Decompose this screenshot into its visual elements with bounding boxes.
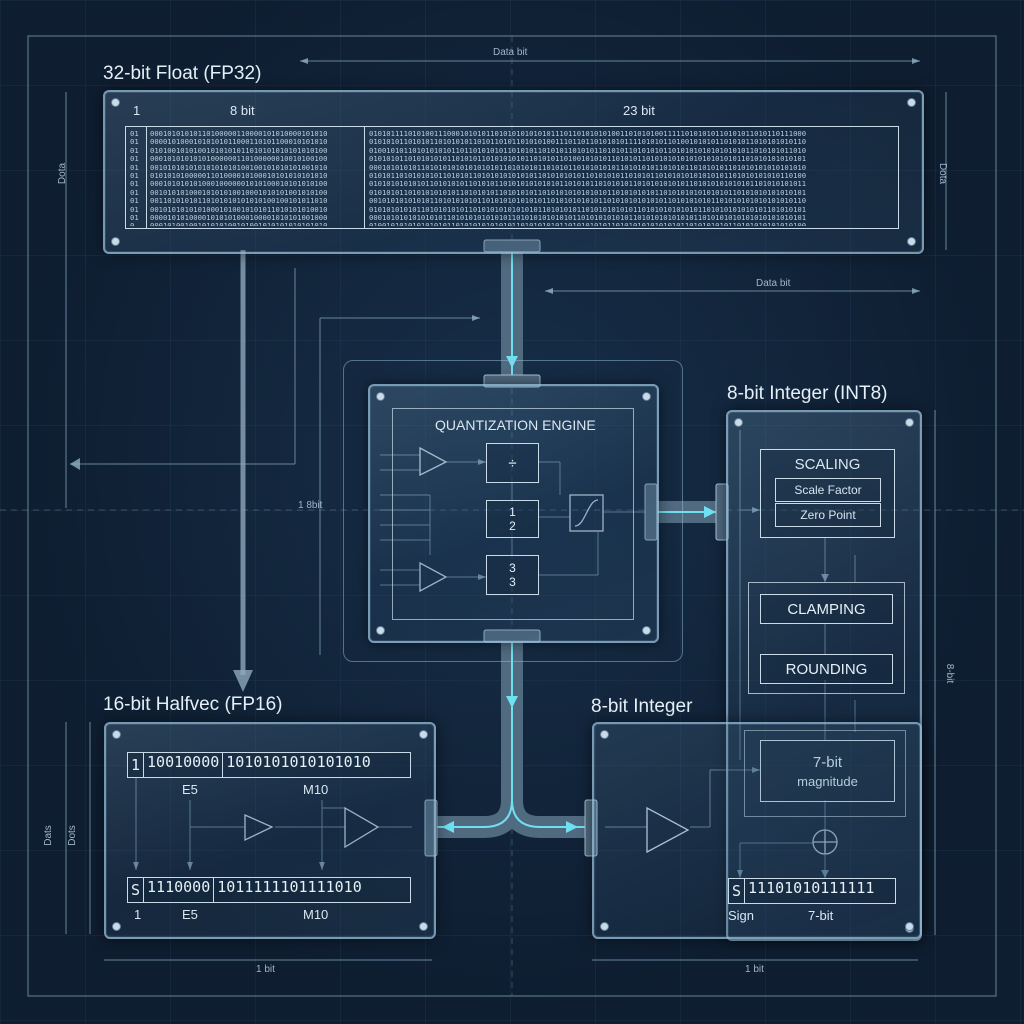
mid-data-bit-label: Data bit	[756, 278, 791, 289]
int8-bottom-dim: 1 bit	[745, 964, 764, 975]
screw	[419, 922, 428, 931]
scaling-label: SCALING	[794, 456, 861, 473]
clamp-round-group	[748, 582, 905, 694]
screw	[600, 730, 609, 739]
fp16-bit-row-1: 1 10010000 1010101010101010	[127, 752, 411, 778]
screw	[111, 237, 120, 246]
fp16-left-dim-2: Dots	[66, 825, 78, 846]
third-operator-block: 3 3	[486, 555, 539, 595]
third-den: 3	[509, 575, 516, 589]
half-den: 2	[509, 519, 516, 533]
int8-bit-row: S 11101010111111	[728, 878, 896, 904]
screw	[905, 418, 914, 427]
clamping-block: CLAMPING	[760, 594, 893, 624]
engine-inner-frame	[392, 408, 634, 620]
fp32-right-dim: Dota	[937, 162, 949, 185]
fp16-row1-mant: 1010101010101010	[222, 753, 374, 777]
engine-outer-frame	[343, 360, 683, 662]
fp32-panel: 1 8 bit 23 bit 01 01 01 01 01 01 01 01 0…	[103, 90, 924, 254]
screw	[734, 418, 743, 427]
screw	[419, 730, 428, 739]
fp16-e5-top: E5	[182, 782, 198, 797]
fp32-bit-grid: 01 01 01 01 01 01 01 01 01 01 01 0 00010…	[125, 126, 899, 229]
fp16-row1-exp: 10010000	[143, 753, 222, 777]
fp16-row2-sign: S	[131, 881, 141, 899]
screw	[111, 98, 120, 107]
int8-small-title: 8-bit Integer	[591, 696, 693, 717]
magnitude-line1: 7-bit	[813, 754, 842, 771]
third-num: 3	[509, 561, 516, 575]
screw	[907, 98, 916, 107]
int8-small-panel	[592, 722, 922, 939]
divider	[146, 127, 147, 228]
int8-magnitude-bits: 11101010111111	[744, 879, 877, 903]
magnitude-group	[744, 730, 906, 817]
divide-operator-block: ÷	[486, 443, 539, 483]
fp16-m10-bottom: M10	[303, 907, 329, 922]
int8-bits-label: 7-bit	[808, 908, 834, 923]
int8-right-dim: 8-bit	[944, 663, 956, 684]
int8-sign-bit: S	[732, 882, 742, 900]
screw	[905, 922, 914, 931]
half-num: 1	[509, 505, 516, 519]
fp16-label-1: 1	[134, 907, 142, 922]
fp16-left-dim-1: Dats	[42, 825, 54, 846]
screw	[907, 237, 916, 246]
fp32-sign-label: 1	[133, 103, 141, 118]
magnitude-line2: magnitude	[797, 774, 858, 789]
screw	[376, 392, 385, 401]
fp16-bottom-dim: 1 bit	[256, 964, 275, 975]
screw	[112, 922, 121, 931]
fp32-mant-label: 23 bit	[623, 103, 655, 118]
top-data-bit-label: Data bit	[493, 47, 528, 58]
quantization-engine-panel: QUANTIZATION ENGINE	[368, 384, 659, 643]
fp16-row2-exp: 1110000	[143, 878, 213, 902]
half-operator-block: 1 2	[486, 500, 539, 538]
divider	[364, 127, 365, 228]
screw	[642, 392, 651, 401]
fp16-row2-mant: 1011111101111010	[213, 878, 365, 902]
scale-factor-field: Scale Factor	[775, 478, 881, 502]
magnitude-block: 7-bit magnitude	[760, 740, 895, 802]
rounding-block: ROUNDING	[760, 654, 893, 684]
fp32-left-dim: Dota	[57, 162, 69, 185]
scaling-block: SCALING Scale Factor Zero Point	[760, 449, 895, 538]
screw	[112, 730, 121, 739]
fp16-row1-sign: 1	[131, 756, 141, 774]
int8-panel-title: 8-bit Integer (INT8)	[727, 383, 888, 404]
fp16-m10-top: M10	[303, 782, 329, 797]
engine-side-dim: 1 8bit	[298, 500, 323, 511]
fp16-title: 16-bit Halfvec (FP16)	[103, 694, 283, 715]
fp32-sign-bits: 01 01 01 01 01 01 01 01 01 01 01 0	[130, 130, 139, 226]
fp32-exp-label: 8 bit	[230, 103, 255, 118]
fp32-mant-bits: 0101011110101001110001010101101010101010…	[369, 130, 807, 226]
engine-title: QUANTIZATION ENGINE	[435, 417, 596, 433]
screw	[600, 922, 609, 931]
screw	[642, 626, 651, 635]
fp32-exp-bits: 0001010101011010000011000010101000010101…	[150, 130, 328, 226]
int8-panel	[726, 410, 922, 941]
zero-point-field: Zero Point	[775, 503, 881, 527]
fp16-e5-bottom: E5	[182, 907, 198, 922]
fp16-bit-row-2: S 1110000 1011111101111010	[127, 877, 411, 903]
screw	[376, 626, 385, 635]
fp32-title: 32-bit Float (FP32)	[103, 63, 262, 84]
int8-sign-label: Sign	[728, 908, 755, 923]
